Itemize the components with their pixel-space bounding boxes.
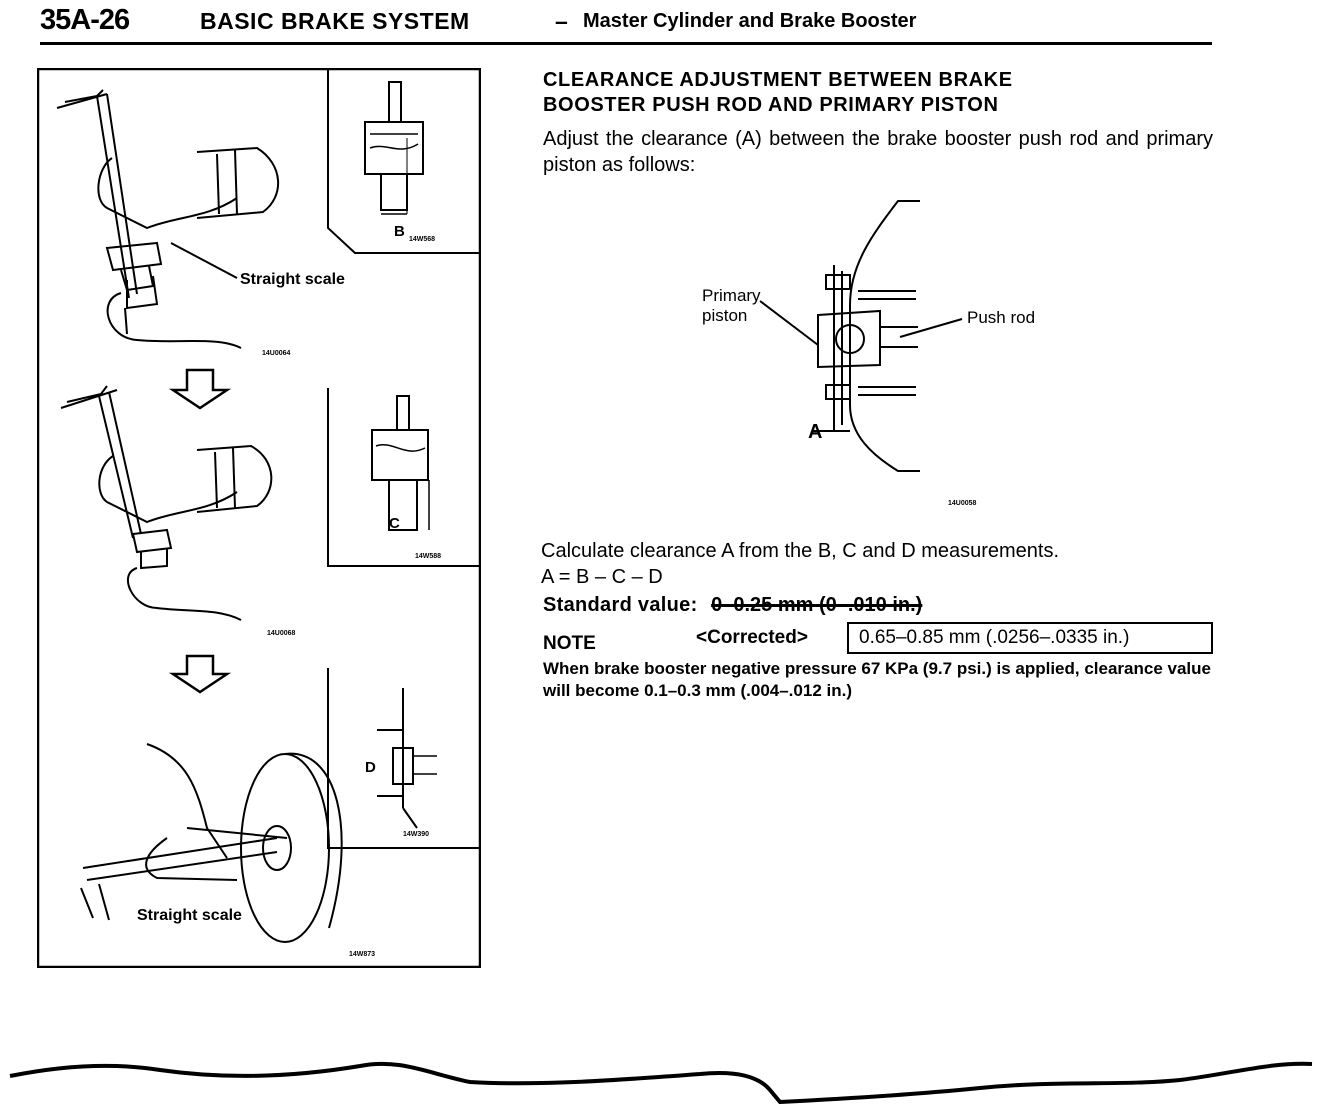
standard-value-line: Standard value: 0–0.25 mm (0–.010 in.) xyxy=(543,594,922,617)
figure-code-2: 14U0064 xyxy=(262,350,291,357)
page-title: BASIC BRAKE SYSTEM xyxy=(200,8,470,34)
calculation-instruction: Calculate clearance A from the B, C and … xyxy=(541,540,1060,562)
caliper-illustration-2 xyxy=(60,385,273,621)
inset-b-measurement: B 14W568 xyxy=(327,69,480,254)
corrected-label: <Corrected> xyxy=(696,627,808,648)
struck-standard-value: 0–0.25 mm (0–.010 in.) xyxy=(711,594,923,616)
note-body: When brake booster negative pressure 67 … xyxy=(543,659,1211,700)
step-arrow-2 xyxy=(168,654,232,694)
push-rod-label: Push rod xyxy=(967,308,1035,327)
push-rod-clearance-diagram: Primary piston Push rod A 14U0058 xyxy=(702,200,1035,507)
inset-d-measurement: D 14W390 xyxy=(327,668,480,849)
note-label: NOTE xyxy=(543,633,596,654)
straight-scale-label-2: Straight scale xyxy=(137,907,242,924)
step-arrow-1 xyxy=(168,368,232,410)
caliper-illustration-1 xyxy=(56,89,279,349)
section-heading-line-2: BOOSTER PUSH ROD AND PRIMARY PISTON xyxy=(543,94,999,116)
figure-code-5: 14W390 xyxy=(403,831,429,838)
figure-code-3: 14W588 xyxy=(415,553,441,560)
page-subtitle: Master Cylinder and Brake Booster xyxy=(583,10,917,32)
figure-code-1: 14W568 xyxy=(409,236,435,243)
caliper-illustration-3 xyxy=(80,743,343,943)
label-d: D xyxy=(365,759,376,776)
intro-paragraph: Adjust the clearance (A) between the bra… xyxy=(543,128,1213,176)
label-b: B xyxy=(394,223,405,240)
standard-value-label: Standard value: xyxy=(543,594,698,616)
title-dash: – xyxy=(555,8,568,34)
clearance-a-label: A xyxy=(808,421,822,443)
figure-code-6: 14W873 xyxy=(349,951,375,958)
torn-edge-line xyxy=(9,1061,1313,1105)
label-c: C xyxy=(389,515,400,532)
primary-piston-label-1: Primary xyxy=(702,286,761,305)
section-heading-line-1: CLEARANCE ADJUSTMENT BETWEEN BRAKE xyxy=(543,69,1013,91)
clearance-formula: A = B – C – D xyxy=(541,566,663,588)
measurement-figure-panel: B 14W568 Straight scale 14U0064 C 14W588 xyxy=(37,68,481,968)
header-rule xyxy=(40,42,1212,45)
section-heading: CLEARANCE ADJUSTMENT BETWEEN BRAKE BOOST… xyxy=(543,68,1183,118)
section-code: 35A-26 xyxy=(40,4,130,36)
inset-c-measurement: C 14W588 xyxy=(327,388,480,567)
straight-scale-label-1: Straight scale xyxy=(240,271,345,288)
figure-code-4: 14U0068 xyxy=(267,630,296,637)
primary-piston-label-2: piston xyxy=(702,306,747,325)
corrected-value-box: 0.65–0.85 mm (.0256–.0335 in.) xyxy=(847,622,1213,654)
diagram-code: 14U0058 xyxy=(948,500,977,507)
